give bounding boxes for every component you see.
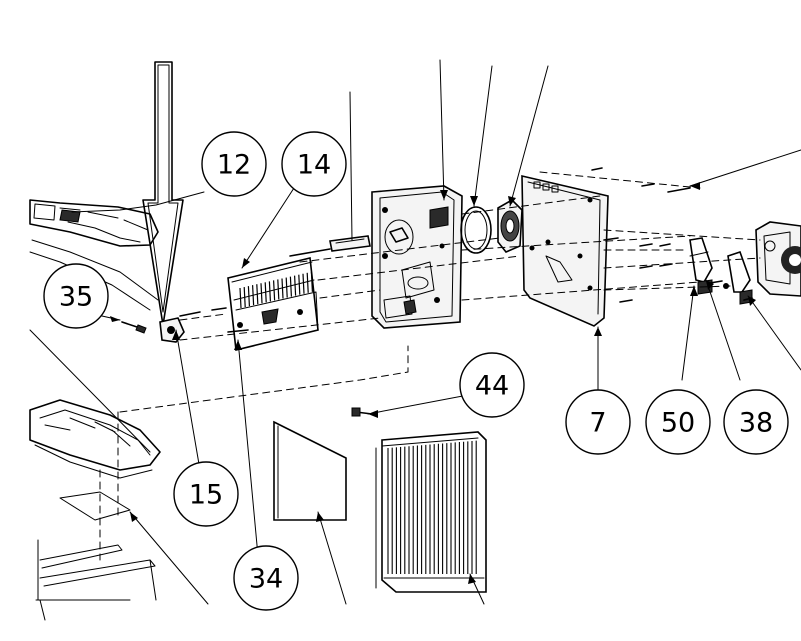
- callout-34: 34: [233, 545, 299, 611]
- callout-14-label: 14: [297, 150, 331, 181]
- part-35-screw: [121, 321, 147, 334]
- callout-50: 50: [645, 389, 711, 455]
- center-bezel-panel: [371, 185, 463, 329]
- callout-44-label: 44: [475, 371, 509, 402]
- leader-arrowheads: [110, 182, 756, 584]
- assembly-center-lines: [99, 171, 761, 561]
- callout-38-label: 38: [739, 408, 773, 439]
- part-7-back-plate: [521, 174, 609, 327]
- callout-34-label: 34: [249, 564, 283, 595]
- axis-screws: [591, 167, 753, 303]
- part-14-grille-panel: [227, 257, 319, 351]
- bezel-handle: [289, 91, 371, 257]
- callout-38: 38: [723, 389, 789, 455]
- callout-12-label: 12: [217, 150, 251, 181]
- part-34-pins: [179, 307, 249, 333]
- callout-12: 12: [201, 131, 267, 197]
- right-bracket: [755, 221, 801, 297]
- leader-line: [29, 329, 151, 453]
- left-lower-tray: [29, 399, 161, 621]
- callout-50-label: 50: [661, 408, 695, 439]
- part-44-filter-screen: [375, 431, 487, 593]
- callout-15: 15: [173, 461, 239, 527]
- callout-35: 35: [43, 263, 109, 329]
- large-down-arrow: [142, 61, 184, 326]
- part-38-knob: [723, 250, 753, 305]
- callout-44: 44: [459, 352, 525, 418]
- part-44-screw: [351, 407, 373, 417]
- leader-lines: [71, 59, 801, 605]
- callout-14: 14: [281, 131, 347, 197]
- filter-pad: [273, 420, 347, 521]
- callout-7-label: 7: [589, 408, 606, 439]
- callout-15-label: 15: [189, 480, 223, 511]
- callout-7: 7: [565, 389, 631, 455]
- burner-disc: [497, 199, 523, 253]
- callout-35-label: 35: [59, 282, 93, 313]
- part-15-knob: [159, 317, 185, 343]
